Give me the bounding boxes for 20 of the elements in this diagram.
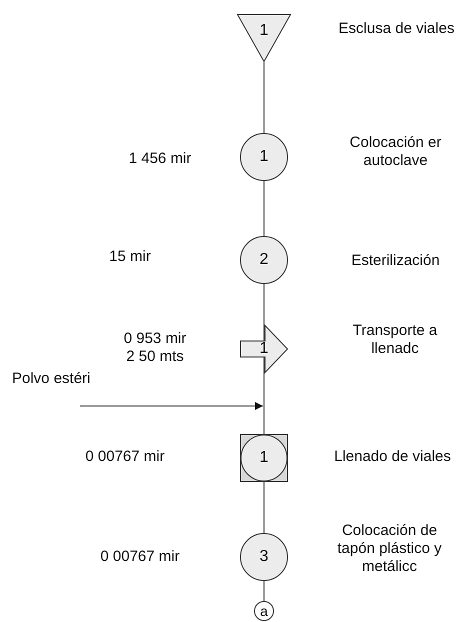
- step-number: 1: [260, 449, 268, 467]
- step-description: Colocación er autoclave: [348, 134, 442, 170]
- step-number: a: [260, 603, 268, 619]
- step-number: 1: [260, 148, 268, 166]
- step-number: 3: [260, 548, 268, 566]
- duration-label: 1 456 mir: [128, 150, 192, 168]
- duration-label: 0 00767 mir: [99, 548, 181, 566]
- duration-label: 0 00767 mir: [84, 448, 166, 466]
- input-label: Polvo estéri: [12, 370, 90, 387]
- arrow: [80, 402, 264, 410]
- step-description: Transporte a llenadc: [352, 322, 438, 358]
- step-description: Esterilización: [350, 252, 441, 270]
- step-number: 1: [260, 22, 268, 40]
- step-number: 2: [260, 251, 268, 269]
- duration-label: 15 mir: [108, 248, 152, 266]
- step-description: Esclusa de viales: [338, 20, 456, 38]
- duration-label: 0 953 mir 2 50 mts: [122, 330, 188, 366]
- step-number: 1: [260, 340, 268, 358]
- step-description: Colocación de tapón plástico y metálicc: [336, 522, 443, 576]
- step-description: Llenado de viales: [333, 448, 452, 466]
